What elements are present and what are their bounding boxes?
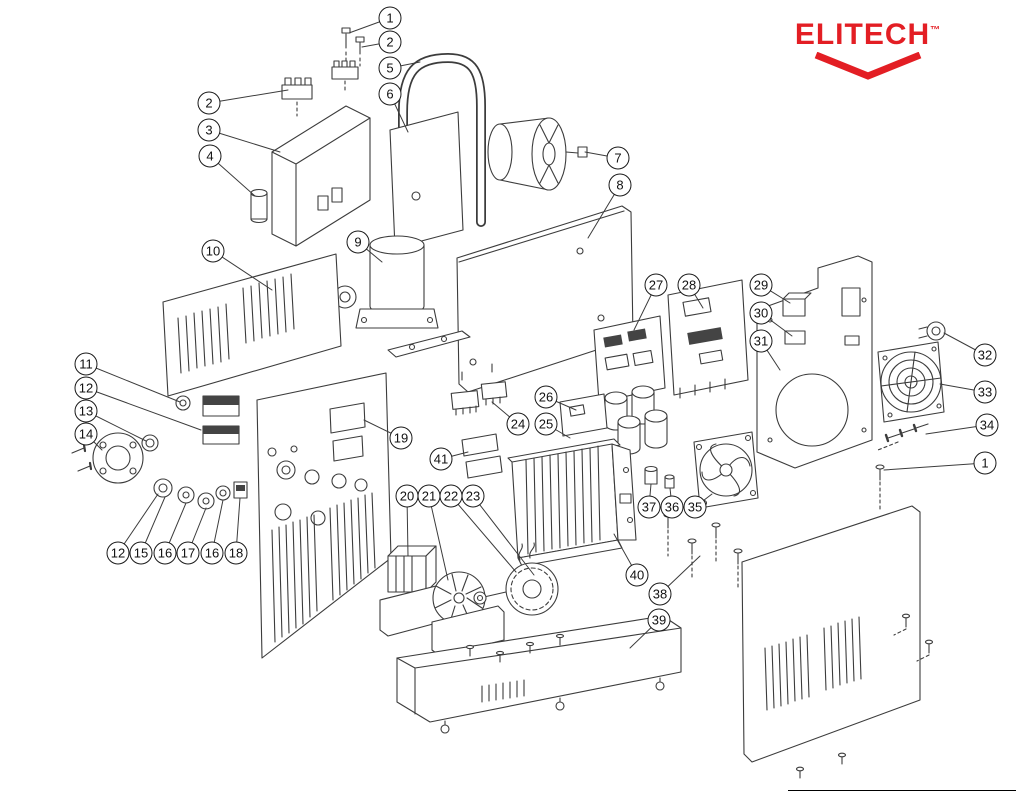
leader-line-10-10 xyxy=(212,250,273,291)
callout-11-19: 11 xyxy=(74,352,98,376)
callout-20-29: 20 xyxy=(395,484,419,508)
callout-2-4: 2 xyxy=(197,91,221,115)
part-relays xyxy=(450,363,508,416)
callout-18-41: 18 xyxy=(224,541,248,565)
logo-trademark: ™ xyxy=(930,25,942,36)
callout-38-43: 38 xyxy=(648,582,672,606)
part-fan-grille xyxy=(877,341,945,423)
part-labels xyxy=(461,433,503,479)
part-wire-spool xyxy=(487,117,588,191)
part-fan-duct xyxy=(333,235,439,329)
callout-40-42: 40 xyxy=(625,563,649,587)
callout-14-22: 14 xyxy=(74,422,98,446)
callout-31-15: 31 xyxy=(749,329,773,353)
part-left-side-panel xyxy=(162,253,342,397)
callout-19-26: 19 xyxy=(389,426,413,450)
leader-line-3-5 xyxy=(208,129,281,153)
leader-line-1-28 xyxy=(883,462,986,471)
callout-23-32: 23 xyxy=(461,484,485,508)
callout-8-8: 8 xyxy=(608,173,632,197)
part-screws-rear xyxy=(877,423,929,451)
part-pcb-small xyxy=(559,393,608,437)
leader-line-11-19 xyxy=(85,363,181,403)
callout-10-10: 10 xyxy=(201,239,225,263)
part-front-controls xyxy=(71,395,248,510)
callout-28-12: 28 xyxy=(677,273,701,297)
part-top-cover-panel xyxy=(271,105,371,247)
callout-3-5: 3 xyxy=(197,118,221,142)
part-motor-stator xyxy=(473,542,559,616)
callout-6-3: 6 xyxy=(378,82,402,106)
callout-1-0: 1 xyxy=(378,6,402,30)
leader-line-12-20 xyxy=(85,387,202,431)
callout-27-11: 27 xyxy=(644,273,668,297)
leader-line-23-32 xyxy=(472,495,535,576)
part-front-panel xyxy=(256,372,392,659)
part-right-screws xyxy=(795,464,934,779)
part-main-transformer xyxy=(507,438,637,567)
part-capacitor xyxy=(250,188,268,224)
callout-34-18: 34 xyxy=(975,413,999,437)
leader-line-2-4 xyxy=(208,89,289,104)
callout-15-37: 15 xyxy=(129,541,153,565)
callout-22-31: 22 xyxy=(439,484,463,508)
callout-12-36: 12 xyxy=(106,541,130,565)
callout-29-13: 29 xyxy=(749,273,773,297)
leader-line-22-31 xyxy=(450,495,517,573)
page-border-line xyxy=(788,790,1016,791)
callout-41-27: 41 xyxy=(429,447,453,471)
part-standoffs xyxy=(644,465,675,489)
logo-triangle-icon xyxy=(814,52,922,80)
callout-33-17: 33 xyxy=(973,380,997,404)
callout-32-16: 32 xyxy=(973,343,997,367)
part-top-screws xyxy=(341,27,365,81)
part-aux-transformer xyxy=(379,545,449,637)
part-handle xyxy=(398,53,486,227)
callout-24-24: 24 xyxy=(506,412,530,436)
part-cover-screws xyxy=(663,512,743,589)
logo-wordmark: ELITECH xyxy=(794,18,931,51)
callout-39-44: 39 xyxy=(647,608,671,632)
part-panel-connector xyxy=(918,321,946,341)
callout-12-20: 12 xyxy=(74,376,98,400)
callout-13-21: 13 xyxy=(74,399,98,423)
callout-16-38: 16 xyxy=(153,541,177,565)
part-pcb-control xyxy=(593,315,666,403)
part-terminal-blocks xyxy=(281,60,359,117)
callout-2-1: 2 xyxy=(378,30,402,54)
callout-4-6: 4 xyxy=(198,144,222,168)
callout-1-28: 1 xyxy=(973,451,997,475)
callout-16-40: 16 xyxy=(200,541,224,565)
callout-7-7: 7 xyxy=(606,146,630,170)
callout-36-34: 36 xyxy=(660,495,684,519)
callout-30-14: 30 xyxy=(749,301,773,325)
elitech-logo: ELITECH™ xyxy=(793,20,943,86)
callout-25-25: 25 xyxy=(534,412,558,436)
part-right-side-cover xyxy=(741,505,921,763)
callout-5-2: 5 xyxy=(378,56,402,80)
callout-9-9: 9 xyxy=(346,230,370,254)
callout-26-23: 26 xyxy=(534,385,558,409)
callout-21-30: 21 xyxy=(417,484,441,508)
part-inner-divider-panel xyxy=(389,111,464,249)
logo-text: ELITECH™ xyxy=(793,20,943,50)
leader-line-21-30 xyxy=(428,495,449,581)
callout-17-39: 17 xyxy=(176,541,200,565)
part-axial-fan xyxy=(693,431,759,509)
part-pcb-large xyxy=(667,279,749,399)
callout-35-35: 35 xyxy=(683,495,707,519)
callout-37-33: 37 xyxy=(637,495,661,519)
